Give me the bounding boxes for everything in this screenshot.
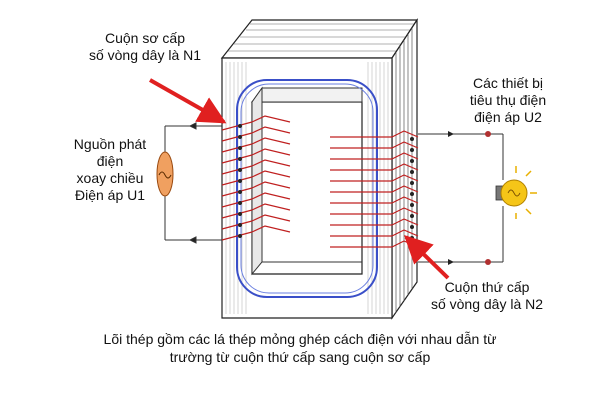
source-label-line4: Điện áp U1: [74, 187, 146, 203]
source-label-line2: điện: [96, 153, 124, 169]
primary-pointer-arrow: [149, 78, 227, 124]
device-label-line1: Các thiết bị: [472, 75, 544, 91]
device-label-line3: điện áp U2: [474, 109, 542, 125]
light-bulb-icon: [495, 166, 537, 219]
primary-winding-dots: [238, 124, 242, 238]
core-top-face: [220, 19, 419, 59]
device-label-line2: tiêu thụ điện: [469, 92, 547, 108]
ac-source-symbol: [158, 171, 172, 179]
output-arrows: [448, 131, 454, 265]
output-wiring: [418, 133, 504, 263]
secondary-coil-label-line1: Cuộn thứ cấp: [444, 279, 530, 295]
core-top-laminations: [228, 23, 414, 52]
secondary-winding: [330, 130, 419, 248]
source-label-line1: Nguồn phát: [73, 136, 147, 152]
primary-coil-label-line1: Cuộn sơ cấp: [104, 30, 185, 46]
core-window-depth-left: [251, 86, 263, 276]
primary-winding: [221, 115, 291, 241]
primary-coil-label: Cuộn sơ cấp số vòng dây là N1: [70, 30, 220, 64]
primary-coil-label-line2: số vòng dây là N1: [88, 47, 202, 63]
source-label: Nguồn phát điện xoay chiều Điện áp U1: [55, 136, 165, 204]
secondary-pointer-arrow: [403, 235, 450, 280]
secondary-coil-label-line2: số vòng dây là N2: [430, 296, 544, 312]
core-window-depth: [251, 87, 363, 103]
device-label: Các thiết bị tiêu thụ điện điện áp U2: [448, 75, 568, 126]
flux-loop: [236, 79, 378, 298]
source-label-line3: xoay chiều: [76, 170, 144, 186]
core-caption-line1: Lõi thép gồm các lá thép mỏng ghép cách …: [103, 331, 497, 347]
secondary-coil-label: Cuộn thứ cấp số vòng dây là N2: [412, 279, 562, 313]
output-terminals: [485, 131, 491, 265]
primary-leads: [165, 122, 222, 244]
core-caption-line2: trường từ cuộn thứ cấp sang cuộn sơ cấp: [169, 349, 431, 365]
core-caption: Lõi thép gồm các lá thép mỏng ghép cách …: [40, 330, 560, 366]
